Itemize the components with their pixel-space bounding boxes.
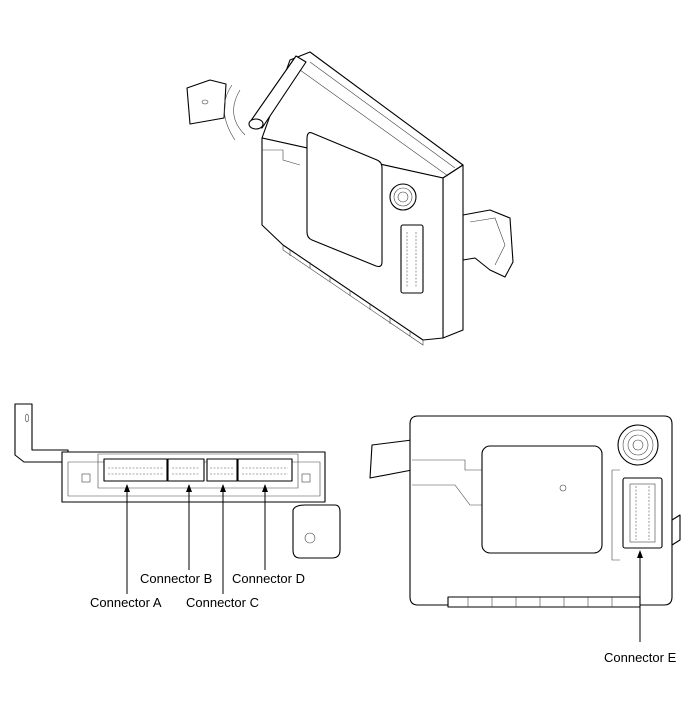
- label-connector-a: Connector A: [90, 595, 162, 610]
- isometric-module-view: [186, 51, 514, 346]
- connector-d-slot: [237, 458, 293, 482]
- right-mounting-bracket: [462, 209, 514, 278]
- label-connector-e: Connector E: [604, 650, 677, 665]
- side-left-bracket: [14, 403, 69, 463]
- front-bottom-rib: [447, 596, 641, 608]
- connector-c-slot: [206, 458, 238, 482]
- connector-e-slot: [622, 477, 663, 549]
- front-left-bracket: [369, 439, 413, 479]
- connector-e-iso: [400, 224, 424, 294]
- front-buzzer-grille: [617, 424, 659, 466]
- label-connector-d: Connector D: [232, 571, 305, 586]
- display-recess: [306, 132, 383, 268]
- leader-connector-c: [220, 484, 226, 594]
- leader-connector-a: [124, 484, 130, 594]
- label-connector-c: Connector C: [186, 595, 259, 610]
- front-display-recess: [481, 445, 603, 554]
- connector-a-slot: [103, 458, 168, 482]
- leader-connector-b: [186, 484, 192, 570]
- leader-connector-e: [637, 550, 643, 642]
- label-connector-b: Connector B: [140, 571, 212, 586]
- front-view: Connector E: [369, 415, 681, 665]
- left-mounting-bracket: [186, 79, 227, 125]
- module-right-face: [442, 164, 464, 339]
- connector-b-slot: [167, 458, 205, 482]
- side-view: Connector A Connector B Connector C Conn…: [14, 403, 341, 610]
- side-right-bracket: [292, 504, 341, 559]
- harness-pipe: [249, 55, 307, 129]
- leader-connector-d: [262, 484, 268, 570]
